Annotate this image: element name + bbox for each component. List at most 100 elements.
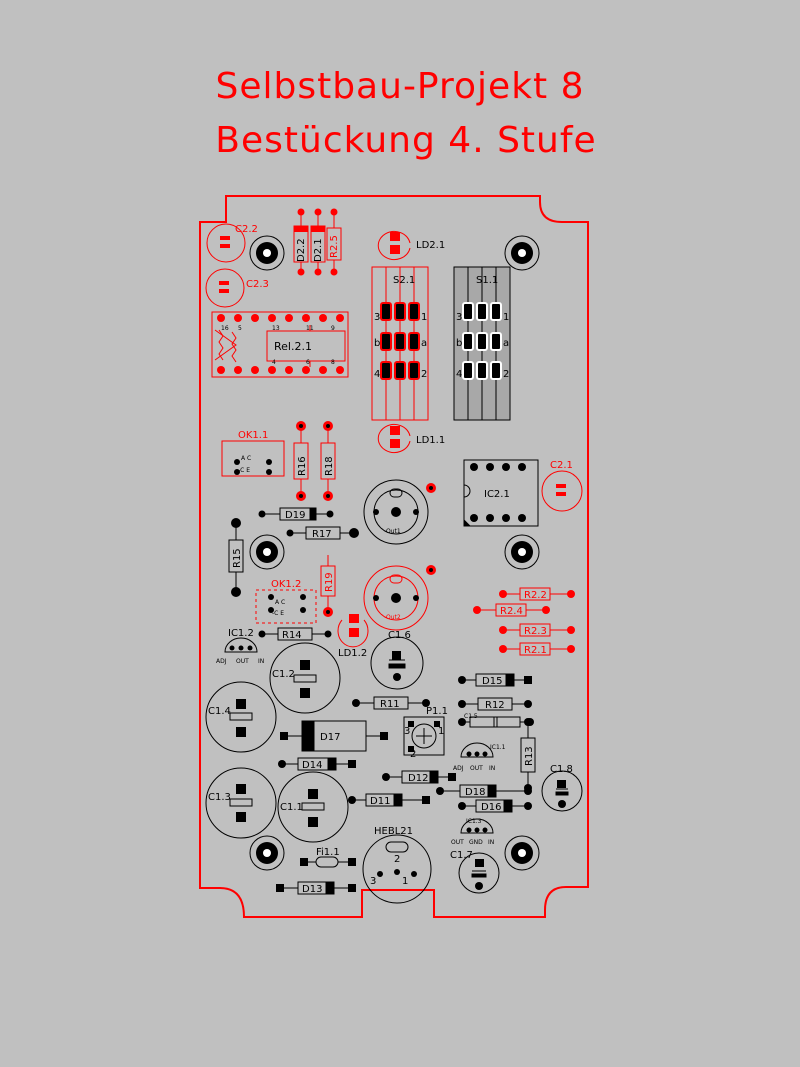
label-r17: R17 [312,529,332,540]
pin-s11-a: a [503,338,509,349]
label-c17: C1.7 [450,850,473,861]
pin-s21-2: 2 [421,369,427,380]
label-ld21: LD2.1 [416,240,445,251]
pin-ac-ok12: A C [275,599,285,606]
label-d18: D18 [465,787,485,798]
label-r19: R19 [324,572,335,592]
label-out2: Out2 [386,614,401,621]
pin-s11-4: 4 [456,369,462,380]
diode-d19 [262,507,330,521]
label-d15: D15 [482,676,502,687]
pin-in-ic11: IN [489,765,495,772]
label-ld12: LD1.2 [338,648,367,659]
fuse-fi11 [306,856,350,868]
mounting-holes [249,235,540,871]
pin-ac-ok11: A C [241,455,251,462]
resistor-r23 [499,623,575,637]
label-r14: R14 [282,630,302,641]
label-rel21: Rel.2.1 [274,340,312,353]
label-r15: R15 [232,548,243,568]
mounting-hole [249,235,285,271]
label-c21: C2.1 [550,460,573,471]
capacitor-c11 [277,771,349,843]
resistor-r16 [293,421,309,501]
diode-d14 [282,757,352,771]
pin-in-ic12: IN [258,658,264,665]
label-ic21: IC2.1 [484,489,510,500]
pin-p11-2: 2 [410,749,416,760]
pin-rel-6: 6 [306,359,310,366]
capacitor-c17 [458,852,500,894]
pin-hebl-2: 2 [394,854,400,865]
label-d16: D16 [481,802,501,813]
label-d11: D11 [370,796,390,807]
resistor-r13 [520,722,536,788]
label-r18: R18 [324,456,335,476]
label-c22: C2.2 [235,224,258,235]
capacitor-c22 [206,223,246,263]
mounting-hole [249,835,285,871]
diode-d15 [462,673,528,687]
label-p11: P1.1 [426,706,448,717]
label-d13: D13 [302,884,322,895]
resistor-r25 [326,208,342,276]
label-c12: C1.2 [272,669,295,680]
resistor-r19 [320,555,336,617]
led-ld21 [377,231,411,260]
label-c16: C1.6 [388,630,411,641]
pin-s21-3: 3 [374,312,380,323]
label-c23: C2.3 [246,279,269,290]
pin-s21-1: 1 [421,312,427,323]
title-line-1: Selbstbau-Projekt 8 [215,66,585,107]
pin-adj-ic12: ADJ [216,658,227,665]
label-ic11: IC1.1 [490,744,506,751]
pin-adj-ic11: ADJ [453,765,464,772]
label-r24: R2.4 [500,606,523,617]
socket-hebl21 [362,834,432,904]
pin-rel-4: 4 [272,359,276,366]
mounting-hole [504,235,540,271]
capacitor-c12 [269,642,341,714]
pin-s11-2: 2 [503,369,509,380]
pin-p11-3: 3 [404,726,410,737]
title-line-2: Bestückung 4. Stufe [215,120,597,161]
regulator-ic11 [460,742,494,758]
optocoupler-ok11 [221,440,285,477]
regulator-ic12 [224,637,258,653]
mounting-hole [504,534,540,570]
capacitor-c14 [205,681,277,753]
pin-rel-13: 13 [272,325,280,332]
pin-s21-4: 4 [374,369,380,380]
relay-rel21 [211,311,349,378]
led-ld12 [337,614,369,648]
label-ic13: IC1.3 [466,818,482,825]
diode-d11 [352,793,426,807]
resistor-r18 [320,421,336,501]
board-outline [199,195,589,918]
switch-s11-pads [462,302,502,380]
resistor-r24 [473,603,550,617]
label-d12: D12 [408,773,428,784]
pin-gnd-ic13: GND [469,839,483,846]
label-c13: C1.3 [208,792,231,803]
label-c18: C1.8 [550,764,573,775]
relay-pads [217,314,344,374]
regulator-ic13 [460,818,494,834]
label-r25: R2.5 [329,235,340,258]
capacitor-c18 [541,770,583,812]
pin-rel-15: 5 [238,325,242,332]
diode-d22 [293,208,309,276]
resistor-r14 [262,627,328,641]
pin-p11-1: 1 [438,726,444,737]
label-d21: D2.1 [313,238,324,262]
resistor-r12 [462,697,528,711]
pin-ce-ok11: -C E [238,467,250,474]
diode-d18 [440,784,528,798]
diode-d13 [280,881,352,895]
pin-s11-3: 3 [456,312,462,323]
label-r21: R2.1 [524,645,547,656]
diode-d17 [284,720,384,752]
pin-rel-16: 16 [221,325,229,332]
label-d22: D2.2 [296,238,307,262]
